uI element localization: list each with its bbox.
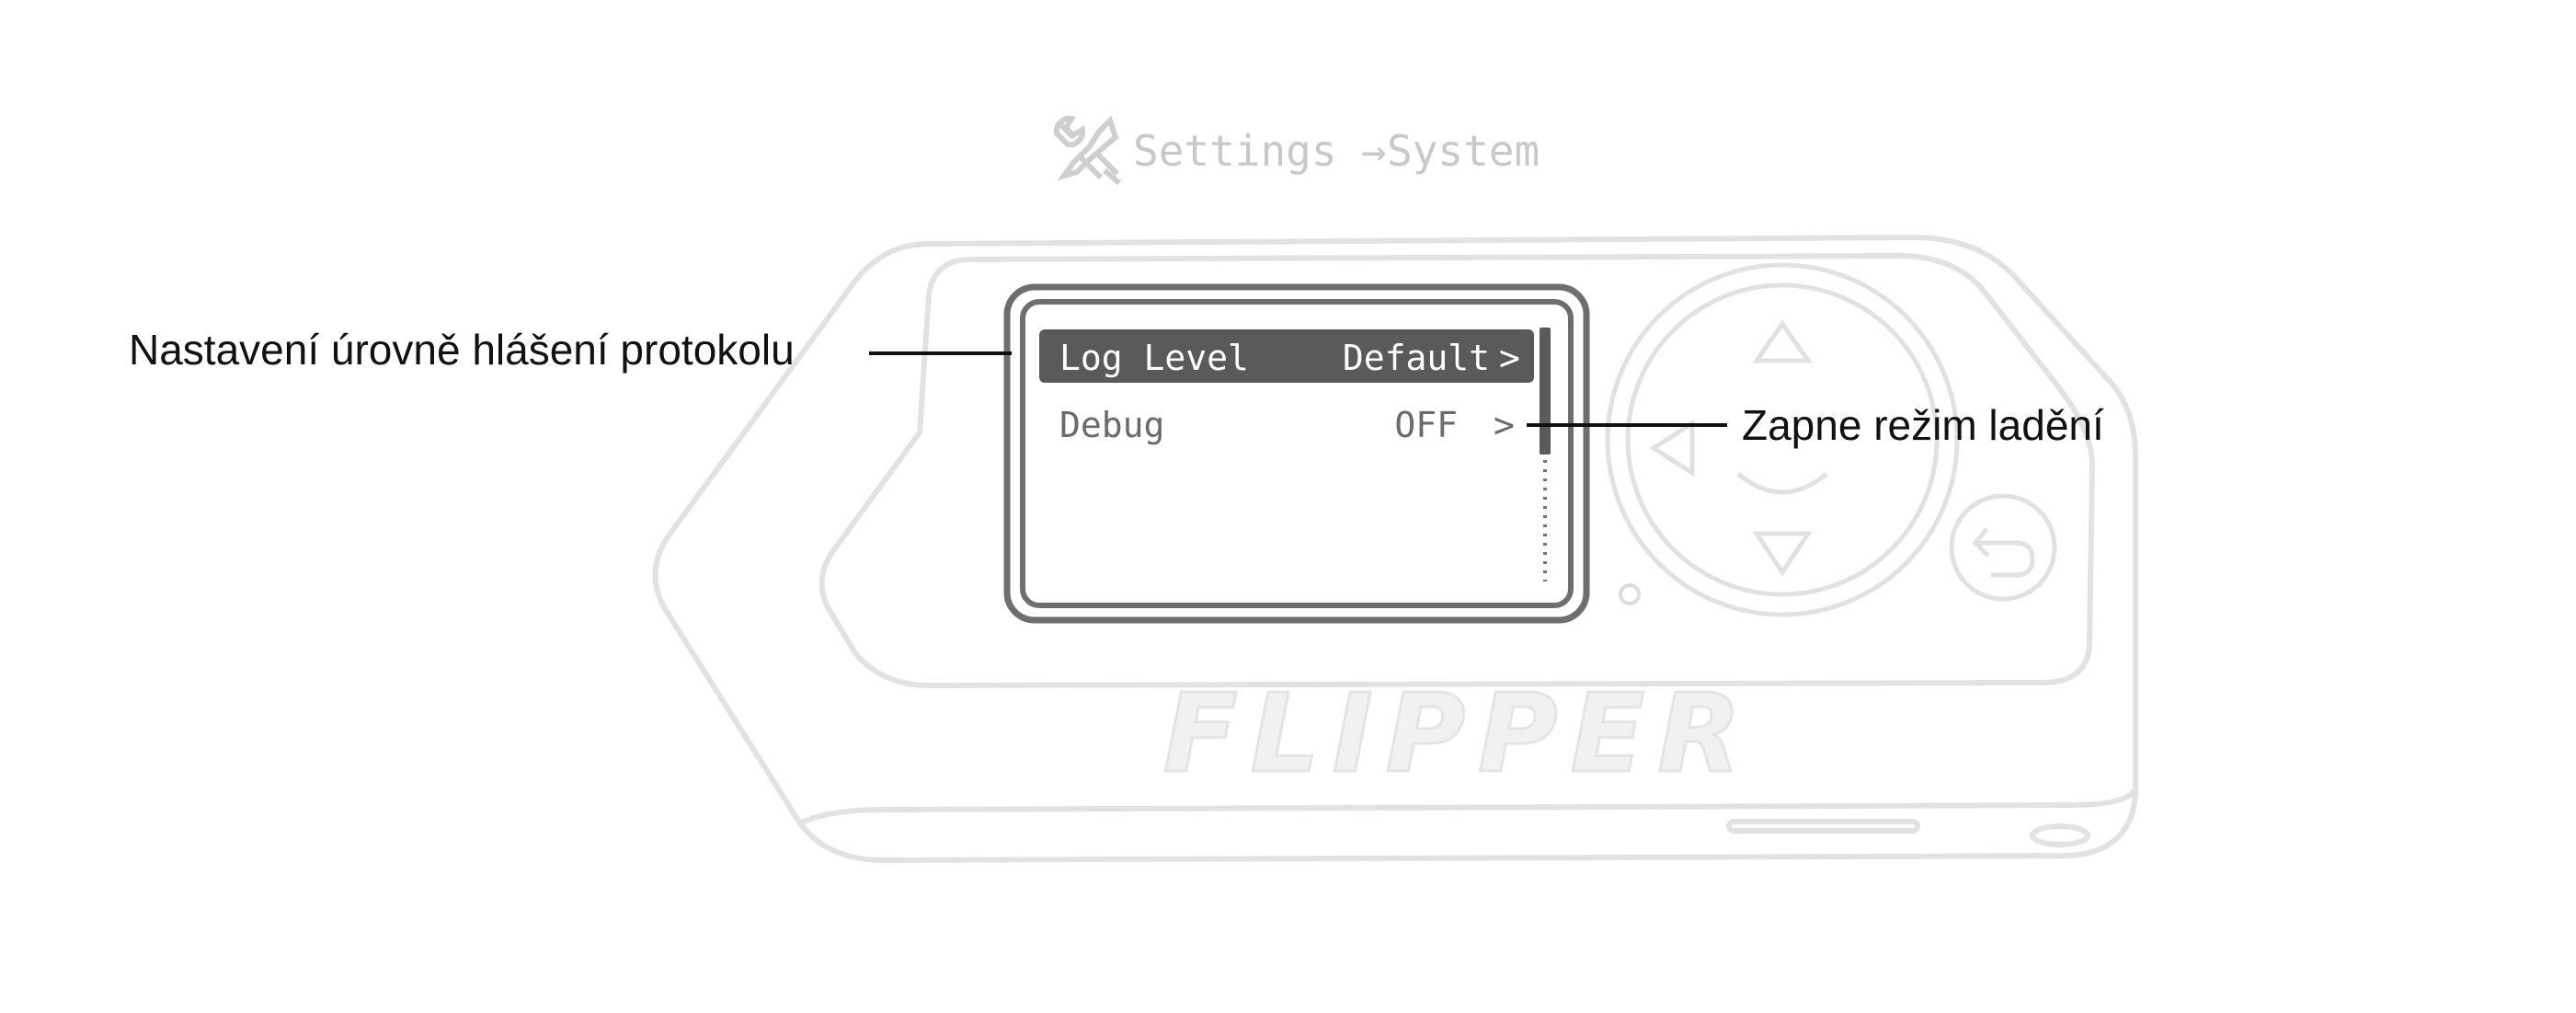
back-button — [1949, 493, 2057, 602]
device-corner-notch — [2030, 823, 2090, 847]
dpad-ring — [1605, 262, 1960, 617]
scrollbar[interactable] — [1540, 328, 1551, 581]
device-outer-shell — [652, 235, 2138, 863]
device-bottom-rail — [797, 789, 2136, 826]
dpad-inner-ring — [1625, 282, 1940, 597]
breadcrumb-arrow: → — [1361, 126, 1387, 176]
menu-item-value: OFF — [1394, 405, 1458, 445]
callout-right-text: Zapne režim ladění — [1742, 401, 2104, 449]
menu-item-label: Debug — [1059, 405, 1164, 445]
back-arrow-icon — [1972, 527, 2035, 578]
dpad-up-icon — [1752, 319, 1813, 363]
screen: Log Level Default > Debug OFF > — [1003, 283, 1590, 624]
dpad-down-icon — [1752, 531, 1813, 577]
device-face-plate — [819, 253, 2095, 688]
menu-item-label: Log Level — [1059, 338, 1249, 378]
menu-item-debug[interactable]: Debug OFF > — [1059, 405, 1515, 445]
device-side-slot — [1726, 819, 1920, 834]
chevron-right-icon: > — [1494, 405, 1515, 445]
breadcrumb-parent: Settings — [1133, 126, 1337, 176]
breadcrumb: Settings → System — [1053, 115, 1540, 186]
scrollbar-thumb[interactable] — [1540, 328, 1551, 455]
callout-left: Nastavení úrovně hlášení protokolu — [129, 326, 1012, 374]
callout-right: Zapne režim ladění — [1527, 401, 2104, 449]
menu-item-selected-highlight — [1039, 329, 1534, 383]
menu-item-log-level[interactable]: Log Level Default > — [1039, 329, 1534, 383]
dpad — [1605, 262, 1960, 617]
status-led — [1619, 583, 1641, 605]
back-button-ring — [1949, 493, 2057, 602]
device-body — [652, 235, 2138, 863]
brand-logo: FLIPPER — [1163, 670, 1754, 797]
breadcrumb-current: System — [1387, 126, 1540, 176]
dpad-center-arc — [1736, 472, 1828, 495]
dpad-left-icon — [1649, 419, 1695, 478]
chevron-right-icon: > — [1499, 338, 1520, 378]
menu-item-value: Default — [1343, 338, 1490, 378]
settings-tools-icon — [1053, 115, 1121, 186]
callout-left-text: Nastavení úrovně hlášení protokolu — [129, 326, 795, 374]
